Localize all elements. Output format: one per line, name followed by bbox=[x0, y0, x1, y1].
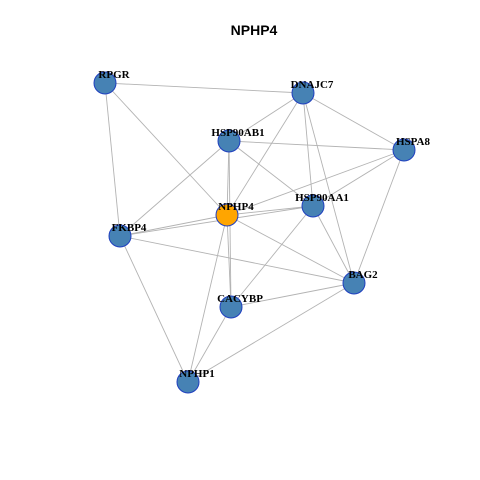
node-label-hsp90aa1: HSP90AA1 bbox=[295, 192, 349, 204]
edge-nphp4-fkbp4 bbox=[119, 214, 228, 237]
node-label-bag2: BAG2 bbox=[348, 269, 378, 281]
node-layer bbox=[93, 71, 416, 394]
node-label-rpgr: RPGR bbox=[98, 69, 130, 81]
edge-bag2-cacybp bbox=[230, 282, 355, 308]
edge-hsp90ab1-nphp4 bbox=[226, 140, 230, 216]
edge-nphp4-nphp1 bbox=[187, 214, 228, 383]
graph-title: NPHP4 bbox=[231, 22, 278, 38]
edge-hsp90ab1-hspa8 bbox=[228, 140, 405, 151]
edge-dnajc7-nphp4 bbox=[226, 92, 304, 216]
edge-hspa8-nphp4 bbox=[226, 149, 405, 216]
edge-hsp90aa1-fkbp4 bbox=[119, 205, 314, 237]
edge-hsp90aa1-nphp4 bbox=[226, 205, 314, 216]
edge-hsp90ab1-fkbp4 bbox=[119, 140, 230, 237]
edge-rpgr-fkbp4 bbox=[104, 82, 121, 237]
node-label-hsp90ab1: HSP90AB1 bbox=[211, 127, 264, 139]
node-rpgr bbox=[93, 71, 117, 95]
edge-cacybp-nphp1 bbox=[187, 306, 232, 383]
node-label-cacybp: CACYBP bbox=[217, 293, 263, 305]
edge-dnajc7-bag2 bbox=[302, 92, 355, 284]
label-layer: RPGR DNAJC7HSP90AB1HSPA8HSP90AA1NPHP4FKBP… bbox=[98, 69, 430, 380]
edge-bag2-nphp1 bbox=[187, 282, 355, 383]
edge-rpgr-dnajc7 bbox=[104, 82, 304, 94]
node-fkbp4 bbox=[108, 224, 132, 248]
node-dnajc7 bbox=[291, 81, 315, 105]
edge-rpgr-nphp4 bbox=[104, 82, 228, 216]
edge-hspa8-bag2 bbox=[353, 149, 405, 284]
edge-hspa8-hsp90aa1 bbox=[312, 149, 405, 207]
node-label-dnajc7: DNAJC7 bbox=[291, 79, 334, 91]
node-label-hspa8: HSPA8 bbox=[396, 136, 431, 148]
edge-dnajc7-hspa8 bbox=[302, 92, 405, 151]
edge-dnajc7-hsp90ab1 bbox=[228, 92, 304, 142]
edge-dnajc7-hsp90aa1 bbox=[302, 92, 314, 207]
edge-hsp90aa1-bag2 bbox=[312, 205, 355, 284]
node-hspa8 bbox=[392, 138, 416, 162]
edge-fkbp4-nphp1 bbox=[119, 235, 189, 383]
edge-nphp4-cacybp bbox=[226, 214, 232, 308]
node-nphp1 bbox=[176, 370, 200, 394]
node-bag2 bbox=[342, 271, 366, 295]
node-hsp90ab1 bbox=[217, 129, 241, 153]
node-hsp90aa1 bbox=[301, 194, 325, 218]
edge-nphp4-bag2 bbox=[226, 214, 355, 284]
edge-hsp90ab1-hsp90aa1 bbox=[228, 140, 314, 207]
node-label-nphp1: NPHP1 bbox=[179, 368, 214, 380]
edge-fkbp4-bag2 bbox=[119, 235, 355, 284]
node-label-fkbp4: FKBP4 bbox=[112, 222, 147, 234]
edge-hsp90aa1-cacybp bbox=[230, 205, 314, 308]
node-cacybp bbox=[219, 295, 243, 319]
node-nphp4 bbox=[215, 203, 239, 227]
node-label-nphp4: NPHP4 bbox=[218, 201, 254, 213]
